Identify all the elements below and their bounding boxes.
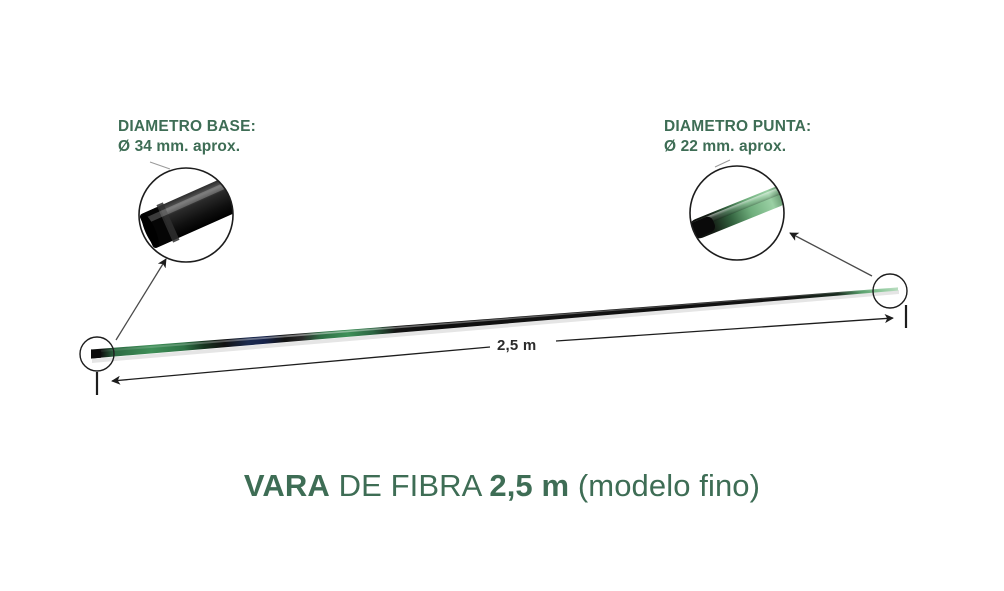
callout-base-title: DIAMETRO BASE: [118, 118, 256, 135]
callout-tip-value: Ø 22 mm. aprox. [664, 137, 787, 155]
base-tube-end [139, 207, 174, 248]
base-tube-bore [141, 213, 159, 247]
callout-tip: DIAMETRO PUNTA: Ø 22 mm. aprox. [664, 117, 811, 157]
pole-tip-marker-circle [872, 273, 908, 309]
callout-tip-title: DIAMETRO PUNTA: [664, 118, 812, 135]
dimension-line-right [555, 314, 894, 342]
callout-base: DIAMETRO BASE: Ø 34 mm. aprox. [118, 117, 256, 157]
tip-label-leader [714, 159, 731, 168]
tip-pointer-arrow [789, 232, 873, 277]
pole-butt-cap [91, 349, 101, 359]
pole-body [91, 287, 898, 359]
callout-base-value: Ø 34 mm. aprox. [118, 137, 241, 155]
product-title-variant: (modelo fino) [569, 468, 761, 503]
length-dimension [95, 305, 908, 395]
base-detail-circle [138, 167, 234, 263]
pole-butt-marker-circle [79, 336, 115, 372]
dimension-line-left [111, 346, 491, 385]
pole-highlight [93, 287, 896, 353]
length-dimension-label: 2,5 m [497, 337, 537, 354]
tip-detail-circle [689, 165, 785, 261]
product-title: VARA DE FIBRA 2,5 m (modelo fino) [0, 468, 1004, 504]
tip-detail-magnifier [689, 159, 873, 277]
pole-shadow [92, 290, 899, 363]
tip-rod-sheen [690, 187, 783, 230]
base-tube-collar [156, 202, 180, 243]
product-title-material: DE FIBRA [329, 468, 490, 503]
base-label-leader [149, 161, 171, 170]
tip-rod-dark-end [690, 216, 716, 238]
base-tube-sheen [143, 182, 229, 224]
product-title-length: 2,5 m [489, 468, 570, 503]
product-title-brand: VARA [243, 468, 330, 503]
base-pointer-arrow [115, 258, 167, 341]
fishing-pole-graphic [91, 287, 899, 363]
base-detail-magnifier [115, 161, 234, 341]
